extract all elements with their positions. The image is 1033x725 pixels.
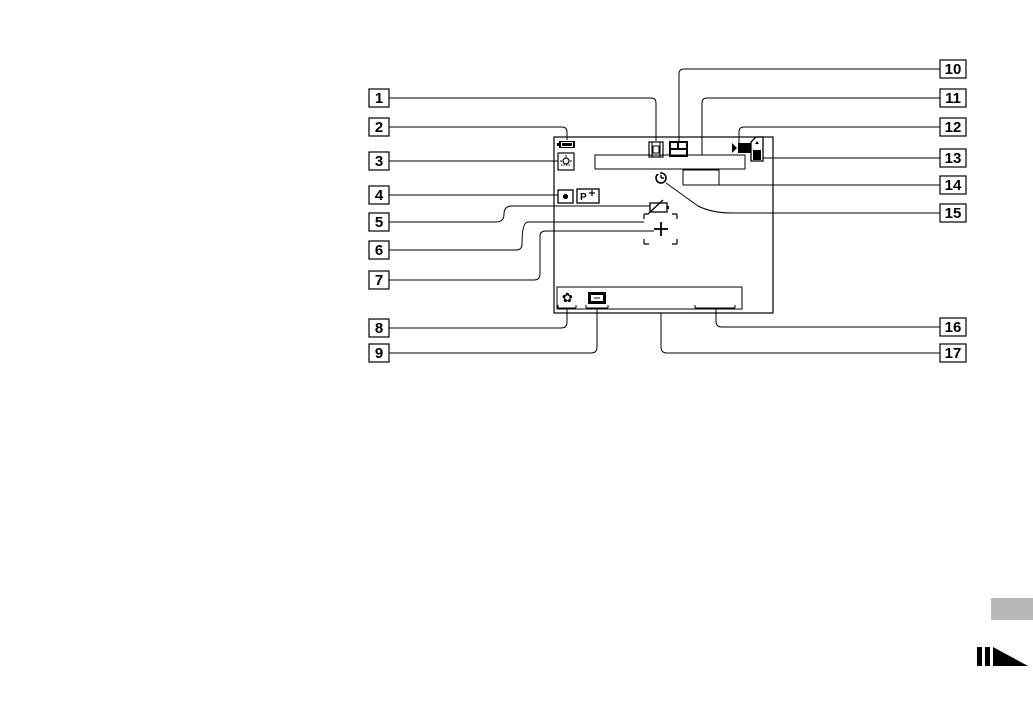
low-battery-warning-icon	[648, 200, 669, 214]
leader-line-10	[679, 69, 940, 141]
callout-3: 3	[369, 152, 389, 170]
white-balance-icon	[558, 153, 574, 170]
leader-line-16	[716, 308, 940, 327]
leader-line-15	[666, 183, 940, 213]
callout-14-label: 14	[945, 177, 962, 194]
callout-7-label: 7	[375, 272, 383, 289]
callout-5-label: 5	[375, 214, 383, 231]
exposure-scale-mark	[695, 305, 735, 308]
bottom-info-bar	[557, 287, 742, 309]
battery-icon	[557, 141, 575, 148]
info-display-box	[595, 155, 745, 169]
leader-line-1	[389, 98, 656, 141]
callout-6-label: 6	[375, 242, 383, 259]
callout-15-label: 15	[945, 205, 962, 222]
callout-8-label: 8	[375, 320, 383, 337]
callout-1: 1	[369, 89, 389, 107]
self-timer-icon	[656, 170, 666, 183]
callout-4-label: 4	[375, 187, 384, 204]
leader-line-12	[739, 127, 940, 143]
svg-text:✿: ✿	[562, 291, 573, 306]
callout-2: 2	[369, 118, 389, 136]
callout-13: 13	[940, 149, 966, 167]
callout-13-label: 13	[945, 150, 962, 167]
remaining-shots-box	[683, 170, 719, 185]
af-range-finder-frame	[644, 214, 677, 244]
callout-17-label: 17	[945, 345, 962, 362]
leader-line-9	[389, 308, 597, 353]
callout-16-label: 16	[945, 319, 962, 336]
picture-effect-icon: P	[577, 189, 599, 203]
section-thumb-tab	[991, 598, 1033, 620]
media-cursor-icon	[732, 143, 751, 153]
callout-17: 17	[940, 344, 966, 362]
callout-9-label: 9	[375, 345, 383, 362]
af-mode-icon	[586, 292, 608, 308]
callout-5: 5	[369, 213, 389, 231]
page-corner-mark	[977, 647, 1028, 666]
spot-meter-icon	[558, 190, 573, 203]
callout-16: 16	[940, 318, 966, 336]
callout-1-label: 1	[375, 90, 383, 107]
callout-6: 6	[369, 241, 389, 259]
callout-9: 9	[369, 344, 389, 362]
leader-line-5	[389, 206, 650, 222]
leader-line-7	[389, 231, 654, 280]
callout-4: 4	[369, 186, 389, 204]
callout-15: 15	[940, 204, 966, 222]
callout-14: 14	[940, 176, 966, 194]
leader-line-8	[389, 308, 567, 328]
memory-stick-icon	[751, 137, 763, 161]
callout-8: 8	[369, 319, 389, 337]
leader-line-17	[661, 313, 940, 353]
callout-11-label: 11	[945, 90, 961, 107]
callout-10: 10	[940, 60, 966, 78]
callout-7: 7	[369, 271, 389, 289]
callout-3-label: 3	[375, 153, 383, 170]
macro-flower-icon: ✿	[558, 291, 576, 308]
callout-2-label: 2	[375, 119, 383, 136]
callout-11: 11	[940, 89, 966, 107]
leader-line-6	[389, 222, 644, 250]
leader-line-2	[389, 127, 567, 140]
svg-text:P: P	[580, 192, 587, 203]
callout-12: 12	[940, 118, 966, 136]
callout-10-label: 10	[945, 61, 962, 78]
callout-12-label: 12	[945, 119, 962, 136]
